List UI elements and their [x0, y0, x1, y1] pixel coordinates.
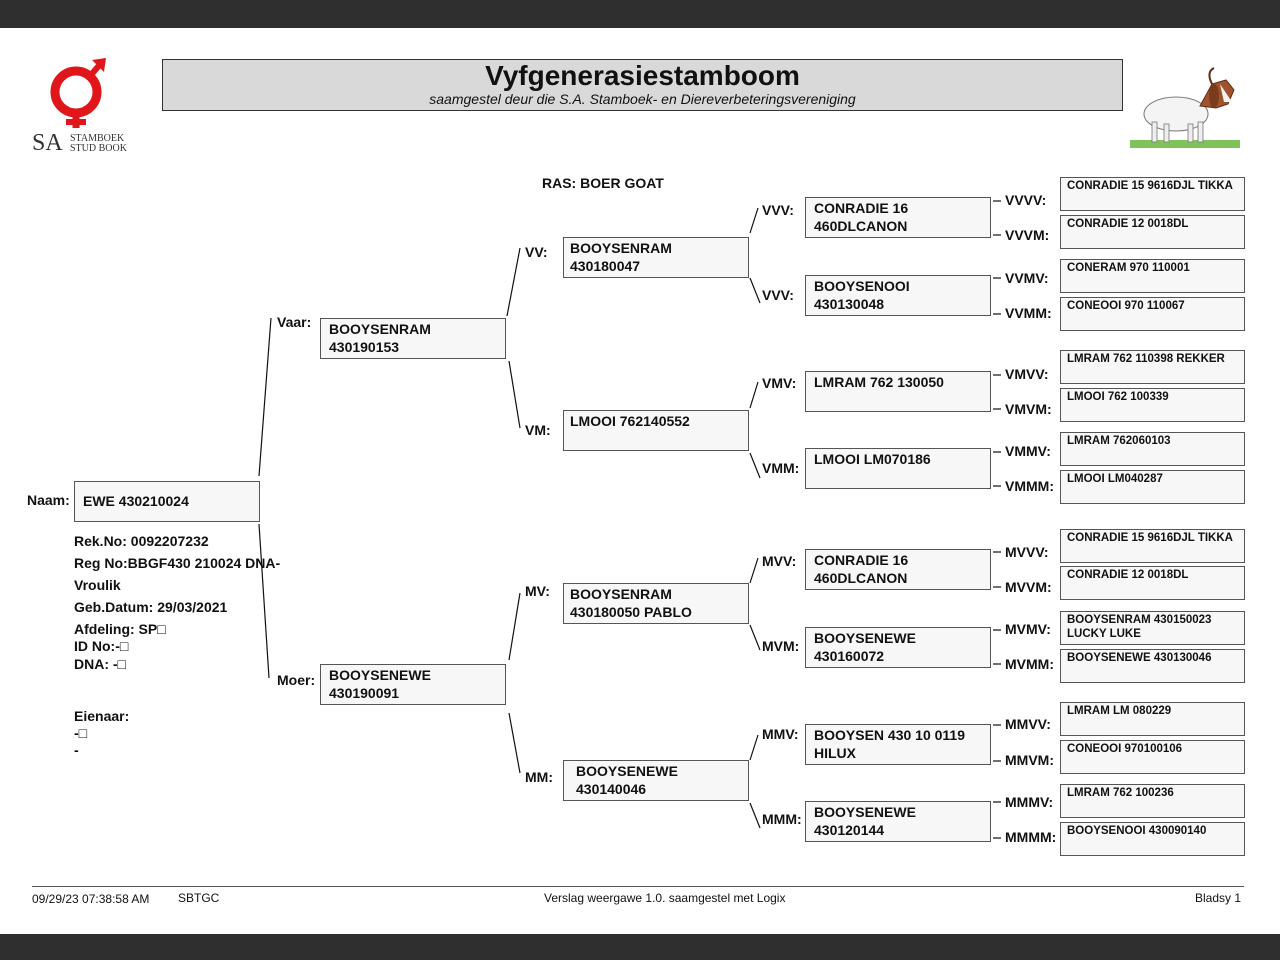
animal-box: EWE 430210024	[74, 481, 260, 522]
vvmv-label: VVMV:	[1005, 270, 1049, 286]
vmmm-label: VMMM:	[1005, 478, 1054, 494]
vvvm-label: VVVM:	[1005, 227, 1050, 243]
viewer-bottom-bar	[0, 934, 1280, 960]
vvm-label: VVV:	[762, 287, 794, 303]
mv-box: BOOYSENRAM 430180050 PABLO	[563, 583, 749, 624]
vvm-box: BOOYSENOOI 430130048	[805, 275, 991, 316]
mm-box: BOOYSENEWE 430140046	[563, 760, 749, 801]
vvmv-box: CONERAM 970 110001	[1060, 259, 1245, 293]
vmmv-label: VMMV:	[1005, 443, 1051, 459]
vmm-box: LMOOI LM070186	[805, 448, 991, 489]
stamboek-logo-icon	[50, 58, 106, 128]
owner-label: Eienaar:	[74, 708, 130, 724]
mmvm-label: MMVM:	[1005, 752, 1054, 768]
mvvv-box: CONRADIE 15 9616DJL TIKKA	[1060, 529, 1245, 563]
vvmm-label: VVMM:	[1005, 305, 1052, 321]
owner-line-1: -□	[74, 725, 88, 741]
vvvv-box: CONRADIE 15 9616DJL TIKKA	[1060, 177, 1245, 211]
vmv-label: VMV:	[762, 375, 797, 391]
mv-label: MV:	[525, 583, 550, 599]
viewer-top-bar	[0, 0, 1280, 28]
mmv-box: BOOYSEN 430 10 0119 HILUX	[805, 724, 991, 765]
footer-divider	[32, 886, 1244, 887]
mvm-label: MVM:	[762, 638, 800, 654]
afdeling: Afdeling: SP□	[74, 621, 166, 637]
birth-date: Geb.Datum: 29/03/2021	[74, 599, 228, 615]
mmmv-label: MMMV:	[1005, 794, 1054, 810]
pedigree-connectors	[258, 200, 1001, 839]
dam-box: BOOYSENEWE 430190091	[320, 664, 506, 705]
vmmm-box: LMOOI LM040287	[1060, 470, 1245, 504]
dna: DNA: -□	[74, 656, 127, 672]
vvvm-box: CONRADIE 12 0018DL	[1060, 215, 1245, 249]
vmm-label: VMM:	[762, 460, 800, 476]
mmm-label: MMM:	[762, 811, 802, 827]
vv-label: VV:	[525, 244, 548, 260]
logo-stamboek-text: STAMBOEK	[70, 133, 125, 144]
mmvv-label: MMVV:	[1005, 716, 1051, 732]
reg-no: Reg No:BBGF430 210024 DNA-	[74, 555, 281, 571]
vmvv-box: LMRAM 762 110398 REKKER	[1060, 350, 1245, 384]
mvv-label: MVV:	[762, 553, 797, 569]
mmvv-box: LMRAM LM 080229	[1060, 702, 1245, 736]
mvmm-box: BOOYSENEWE 430130046	[1060, 649, 1245, 683]
mm-label: MM:	[525, 769, 553, 785]
vvv-box: CONRADIE 16 460DLCANON	[805, 197, 991, 238]
vmvm-label: VMVM:	[1005, 401, 1052, 417]
owner-line-2: -	[74, 742, 79, 758]
logo-studbook-text: STUD BOOK	[70, 143, 127, 154]
vmvv-label: VMVV:	[1005, 366, 1049, 382]
mmv-label: MMV:	[762, 726, 799, 742]
vm-box: LMOOI 762140552	[563, 410, 749, 451]
logo-sa-text: SA	[32, 130, 63, 156]
pedigree-page: SA STAMBOEK STUD BOOK Vyfgenerasiestambo…	[0, 28, 1280, 934]
mvmv-box: BOOYSENRAM 430150023 LUCKY LUKE	[1060, 611, 1245, 645]
page-title: Vyfgenerasiestamboom	[485, 60, 800, 91]
mvvm-box: CONRADIE 12 0018DL	[1060, 566, 1245, 600]
vmmv-box: LMRAM 762060103	[1060, 432, 1245, 466]
sire-box: BOOYSENRAM 430190153	[320, 318, 506, 359]
mmmv-box: LMRAM 762 100236	[1060, 784, 1245, 818]
name-label: Naam:	[27, 492, 70, 508]
breed-label: RAS: BOER GOAT	[542, 175, 664, 191]
mvv-box: CONRADIE 16 460DLCANON	[805, 549, 991, 590]
sire-label: Vaar:	[277, 314, 312, 330]
footer-report: Verslag weergawe 1.0. saamgestel met Log…	[544, 891, 786, 905]
page-subtitle: saamgestel deur die S.A. Stamboek- en Di…	[429, 91, 856, 107]
vvmm-box: CONEOOI 970 110067	[1060, 297, 1245, 331]
vm-label: VM:	[525, 422, 551, 438]
footer-page-number: Bladsy 1	[1195, 891, 1242, 905]
mvmv-label: MVMV:	[1005, 621, 1051, 637]
rek-no: Rek.No: 0092207232	[74, 533, 209, 549]
mmvm-box: CONEOOI 970100106	[1060, 740, 1245, 774]
mvmm-label: MVMM:	[1005, 656, 1054, 672]
title-banner: Vyfgenerasiestamboom saamgestel deur die…	[162, 59, 1123, 111]
footer-timestamp: 09/29/23 07:38:58 AM	[32, 892, 150, 906]
dam-label: Moer:	[277, 672, 316, 688]
mmm-box: BOOYSENEWE 430120144	[805, 801, 991, 842]
boer-goat-illustration	[1130, 67, 1240, 148]
vvvv-label: VVVV:	[1005, 192, 1047, 208]
mvvv-label: MVVV:	[1005, 544, 1049, 560]
mmmm-box: BOOYSENOOI 430090140	[1060, 822, 1245, 856]
vmvm-box: LMOOI 762 100339	[1060, 388, 1245, 422]
mvm-box: BOOYSENEWE 430160072	[805, 627, 991, 668]
mvvm-label: MVVM:	[1005, 579, 1052, 595]
stamboek-logo: SA STAMBOEK STUD BOOK	[30, 56, 134, 156]
mmmm-label: MMMM:	[1005, 829, 1057, 845]
footer-code: SBTGC	[178, 891, 220, 905]
id-no: ID No:-□	[74, 638, 129, 654]
vmv-box: LMRAM 762 130050	[805, 371, 991, 412]
vvv-label: VVV:	[762, 202, 794, 218]
vv-box: BOOYSENRAM 430180047	[563, 237, 749, 278]
sex: Vroulik	[74, 577, 121, 593]
